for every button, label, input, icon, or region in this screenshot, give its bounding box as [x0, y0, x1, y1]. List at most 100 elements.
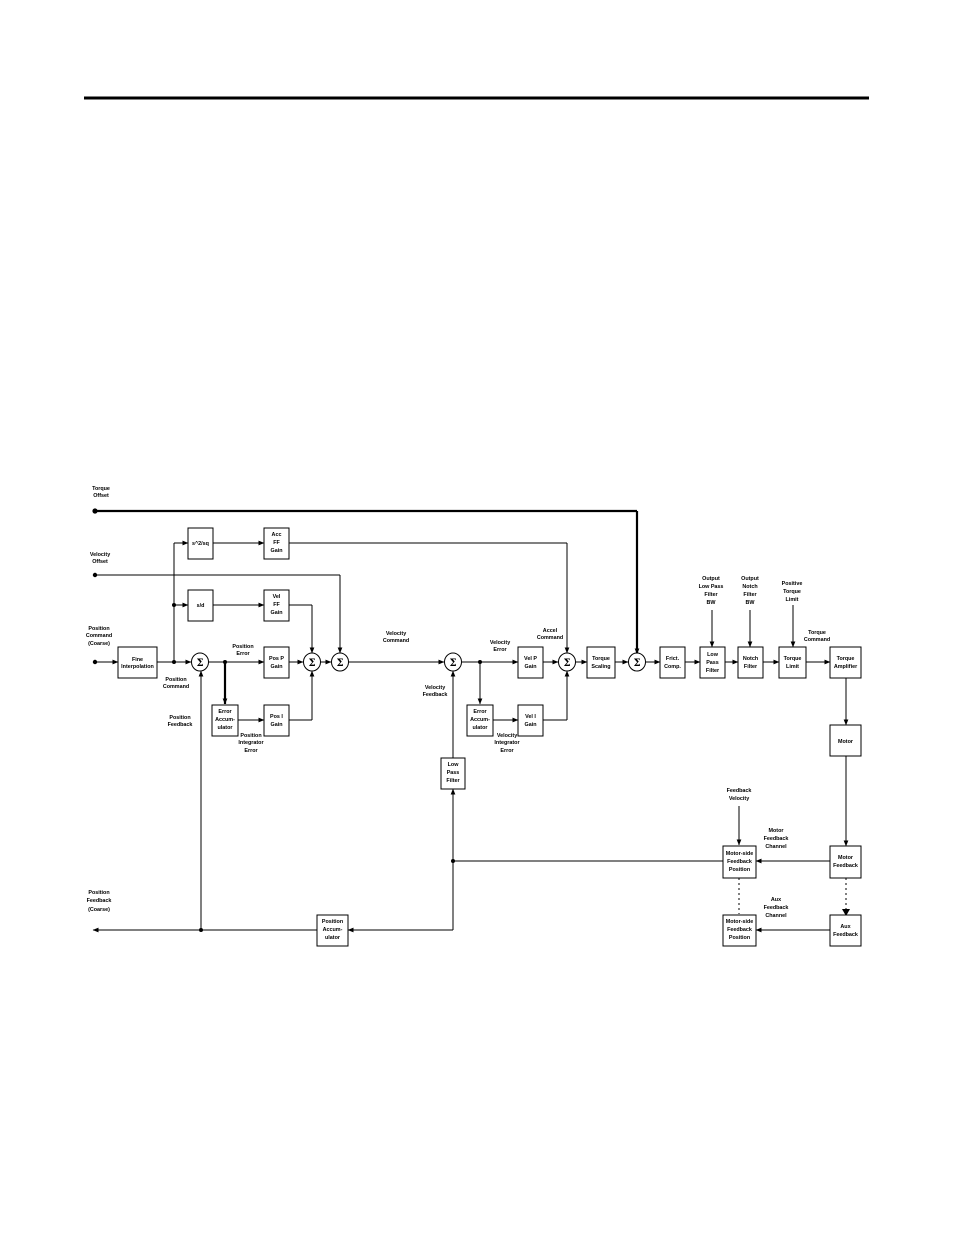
svg-text:Low: Low [707, 652, 719, 658]
block-vel-i-gain: Vel I Gain [517, 704, 544, 737]
block-second-derivative: s^2/sq [187, 527, 214, 560]
sum-velocity-error: Σ [444, 652, 462, 672]
svg-text:Feedback: Feedback [168, 722, 193, 728]
block-motor-feedback: Motor Feedback [829, 845, 862, 879]
sum-velocity-command: Σ [331, 652, 349, 672]
svg-text:Velocity: Velocity [90, 552, 110, 558]
svg-text:Filter: Filter [704, 592, 718, 598]
sum-torque-offset: Σ [628, 652, 646, 672]
label-positive-torque-limit: Positive Torque Limit [782, 581, 803, 603]
svg-text:Offset: Offset [93, 493, 109, 499]
svg-text:Pos P: Pos P [269, 656, 284, 662]
block-output-low-pass-filter: Low Pass Filter [699, 646, 726, 679]
svg-text:Motor-side: Motor-side [726, 851, 754, 857]
svg-text:Limit: Limit [786, 664, 799, 670]
sum-position-error: Σ [191, 652, 209, 672]
svg-text:Position: Position [169, 715, 190, 721]
svg-text:Error: Error [493, 647, 507, 653]
svg-text:Feedback: Feedback [764, 836, 789, 842]
svg-text:Accel: Accel [543, 628, 558, 634]
block-low-pass-filter: Low Pass Filter [440, 757, 466, 790]
svg-text:Σ: Σ [633, 658, 640, 669]
svg-text:Frict.: Frict. [666, 656, 680, 662]
block-notch-filter: Notch Filter [737, 646, 764, 679]
svg-text:Gain: Gain [271, 664, 283, 670]
label-aux-feedback-channel: Aux Feedback Channel [764, 897, 789, 919]
svg-text:Accum-: Accum- [470, 717, 490, 723]
svg-text:Scaling: Scaling [591, 664, 610, 670]
svg-text:Position: Position [729, 935, 750, 941]
svg-text:Gain: Gain [525, 664, 537, 670]
svg-text:Velocity: Velocity [497, 733, 517, 739]
svg-text:Motor-side: Motor-side [726, 919, 754, 925]
svg-text:Output: Output [741, 576, 759, 582]
svg-text:Torque: Torque [837, 656, 855, 662]
svg-text:(Coarse): (Coarse) [88, 641, 110, 647]
block-friction-comp: Frict. Comp. [659, 646, 686, 679]
svg-text:Offset: Offset [92, 559, 108, 565]
block-pos-p-gain: Pos P Gain [263, 646, 290, 679]
svg-text:Position: Position [322, 919, 343, 925]
svg-text:Filter: Filter [706, 668, 720, 674]
label-output-low-pass-filter-bw: Output Low Pass Filter BW [699, 576, 724, 606]
svg-text:Filter: Filter [744, 664, 758, 670]
junction-dots [92, 508, 482, 932]
svg-text:Low: Low [448, 762, 460, 768]
block-first-derivative: s/d [187, 589, 214, 622]
svg-text:Command: Command [86, 633, 112, 639]
svg-text:Error: Error [218, 709, 232, 715]
svg-text:s^2/sq: s^2/sq [192, 541, 209, 547]
svg-text:Velocity: Velocity [386, 631, 406, 637]
svg-text:Amplifier: Amplifier [834, 664, 858, 670]
svg-text:Feedback: Feedback [727, 859, 752, 865]
svg-text:Notch: Notch [742, 584, 757, 590]
svg-text:Aux: Aux [771, 897, 781, 903]
block-torque-scaling: Torque Scaling [586, 646, 616, 679]
svg-text:Gain: Gain [271, 548, 283, 554]
label-torque-command: Torque Command [804, 630, 830, 643]
svg-text:Feedback: Feedback [764, 905, 789, 911]
svg-text:Torque: Torque [92, 486, 110, 492]
svg-text:Motor: Motor [769, 828, 785, 834]
svg-text:Feedback: Feedback [727, 927, 752, 933]
svg-text:Filter: Filter [446, 778, 460, 784]
svg-text:Position: Position [729, 867, 750, 873]
svg-text:Vel P: Vel P [524, 656, 537, 662]
label-velocity-feedback: Velocity Feedback [423, 685, 448, 698]
label-position-integrator-error: Position Integrator Error [238, 733, 264, 754]
svg-text:Error: Error [500, 748, 514, 754]
sum-pi-output: Σ [303, 652, 321, 672]
block-vel-p-gain: Vel P Gain [517, 646, 544, 679]
svg-text:BW: BW [746, 600, 756, 606]
label-velocity-command: Velocity Command [383, 631, 409, 644]
svg-text:Feedback: Feedback [423, 692, 448, 698]
svg-text:Σ: Σ [308, 658, 315, 669]
svg-text:ulator: ulator [325, 935, 341, 941]
label-torque-offset: Torque Offset [92, 486, 110, 499]
block-torque-limit: Torque Limit [778, 646, 807, 679]
svg-text:Motor: Motor [838, 855, 854, 861]
svg-text:Command: Command [804, 637, 830, 643]
label-feedback-velocity: Feedback Velocity [727, 788, 752, 802]
svg-text:Positive: Positive [782, 581, 803, 587]
fine-interp-line-1: Fine [132, 657, 143, 663]
signal-wires [92, 509, 850, 933]
svg-text:Velocity: Velocity [425, 685, 445, 691]
svg-text:Feedback: Feedback [727, 788, 752, 794]
svg-text:BW: BW [707, 600, 717, 606]
svg-text:Velocity: Velocity [490, 640, 510, 646]
block-motor: Motor [829, 724, 862, 757]
svg-text:FF: FF [273, 602, 280, 608]
label-accel-command: Accel Command [537, 628, 563, 641]
svg-text:Torque: Torque [784, 656, 802, 662]
svg-text:Torque: Torque [808, 630, 826, 636]
svg-text:ulator: ulator [473, 725, 489, 731]
svg-text:Σ: Σ [336, 658, 343, 669]
svg-text:Command: Command [383, 638, 409, 644]
sum-accel-command: Σ [558, 652, 576, 672]
svg-text:Error: Error [236, 651, 250, 657]
block-position-accumulator: Position Accum- ulator [316, 914, 349, 947]
svg-text:Command: Command [163, 684, 189, 690]
svg-text:Motor: Motor [838, 739, 854, 745]
